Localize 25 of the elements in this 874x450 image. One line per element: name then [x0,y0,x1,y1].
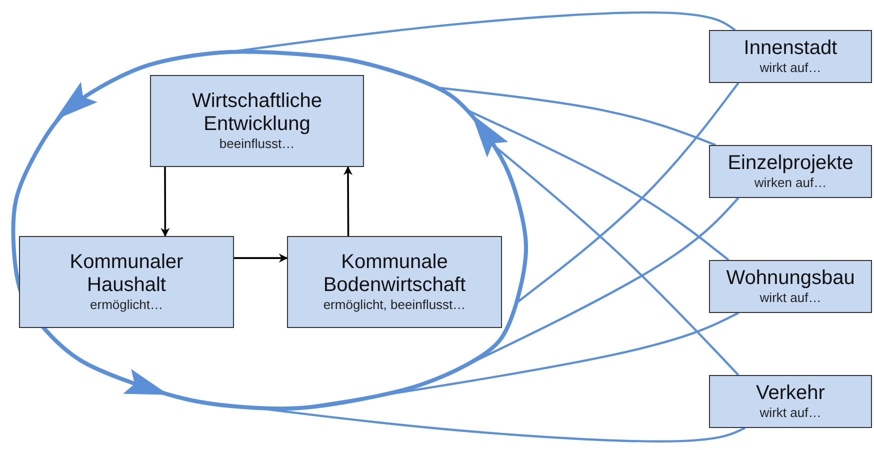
box-subtitle: ermöglicht… [90,296,163,314]
box-subtitle: wirkt auf… [760,60,822,76]
box-title: Kommunaler Haushalt [68,250,184,297]
arrow [344,166,352,236]
box-subtitle: beeinflusst… [219,136,295,152]
process-box [709,30,872,83]
box-title: Kommunale Bodenwirtschaft [322,250,467,297]
process-box [709,375,872,428]
arrow [234,254,288,263]
process-box [709,145,872,198]
box-subtitle: ermöglicht, beeinflusst… [323,296,466,314]
process-box [19,236,234,328]
process-box [150,75,364,167]
box-subtitle: wirken auf… [754,174,827,192]
box-title: Innenstadt [742,36,838,60]
process-box [709,260,872,313]
box-title: Wirtschaftliche Entwicklung [190,90,324,136]
box-title: Wohnungsbau [725,266,856,290]
connector-line [516,82,740,304]
box-title: Einzelprojekte [726,152,854,175]
box-title: Verkehr [755,382,826,405]
box-subtitle: wirkt auf… [760,290,822,306]
box-subtitle: wirkt auf… [760,404,822,422]
arrow [160,167,170,237]
process-box [287,236,502,328]
